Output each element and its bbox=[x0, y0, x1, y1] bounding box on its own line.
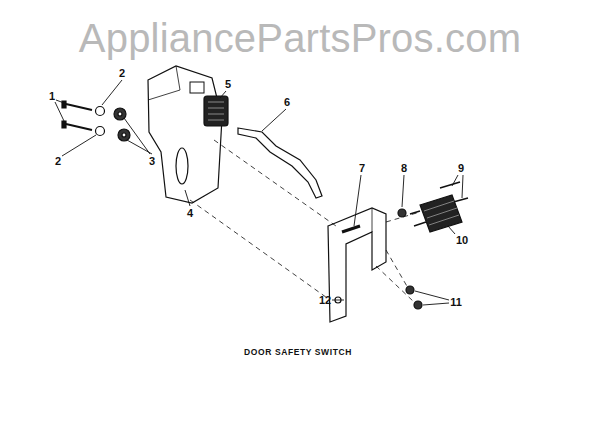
grommet-hole bbox=[122, 133, 126, 137]
callout-number: 5 bbox=[225, 79, 231, 90]
callout-number: 3 bbox=[149, 156, 155, 167]
leader-line bbox=[354, 175, 361, 226]
screw-heads bbox=[62, 101, 66, 128]
leader-line bbox=[415, 291, 449, 305]
callout-number: 6 bbox=[284, 97, 290, 108]
assembly-line bbox=[386, 212, 420, 222]
callout-number: 4 bbox=[187, 208, 193, 219]
watermark: AppliancePartsPros.com bbox=[79, 18, 521, 58]
pin bbox=[342, 226, 360, 232]
nut bbox=[414, 301, 422, 309]
leader-line bbox=[102, 80, 122, 105]
assembly-lines bbox=[190, 140, 420, 302]
switch-terminals bbox=[410, 211, 426, 226]
assembly-line bbox=[214, 140, 336, 226]
caption: DOOR SAFETY SWITCH bbox=[244, 347, 352, 357]
housing bbox=[148, 66, 222, 203]
lever bbox=[238, 128, 322, 198]
assembly-line bbox=[386, 250, 408, 288]
leader-line bbox=[332, 300, 344, 301]
callout-number: 12 bbox=[319, 295, 331, 306]
assembly-line bbox=[376, 266, 414, 302]
callout-number: 2 bbox=[119, 68, 125, 79]
callout-number: 2 bbox=[55, 156, 61, 167]
leader-line bbox=[55, 100, 64, 121]
screws bbox=[66, 104, 92, 130]
callout-number: 8 bbox=[401, 163, 407, 174]
callout-number: 1 bbox=[49, 91, 55, 102]
bracket-fold bbox=[372, 208, 373, 232]
switch bbox=[420, 195, 462, 232]
grommet bbox=[118, 129, 130, 141]
washer bbox=[96, 127, 105, 136]
nut bbox=[398, 209, 406, 217]
switch-ribs bbox=[424, 201, 459, 225]
leader-line bbox=[220, 91, 226, 98]
leader-lines bbox=[55, 80, 463, 305]
nut bbox=[406, 286, 414, 294]
grommet-hole bbox=[118, 112, 122, 116]
housing-window bbox=[190, 82, 204, 93]
button-ribs bbox=[208, 102, 224, 120]
leader-line bbox=[402, 175, 404, 207]
leader-line bbox=[452, 175, 463, 198]
button bbox=[204, 96, 228, 126]
washer bbox=[96, 107, 105, 116]
callout-number: 10 bbox=[456, 235, 468, 246]
leader-line bbox=[124, 118, 152, 154]
leader-line bbox=[62, 135, 96, 156]
leader-line bbox=[185, 190, 190, 206]
callout-number: 9 bbox=[458, 163, 464, 174]
exploded-parts bbox=[62, 66, 468, 322]
bracket bbox=[328, 208, 386, 322]
leader-line bbox=[262, 109, 286, 131]
assembly-line bbox=[190, 200, 330, 300]
callout-number: 11 bbox=[450, 297, 462, 308]
housing-edge bbox=[148, 66, 180, 100]
housing-slot bbox=[176, 148, 188, 184]
callout-number: 7 bbox=[359, 163, 365, 174]
leader-line bbox=[448, 226, 455, 234]
